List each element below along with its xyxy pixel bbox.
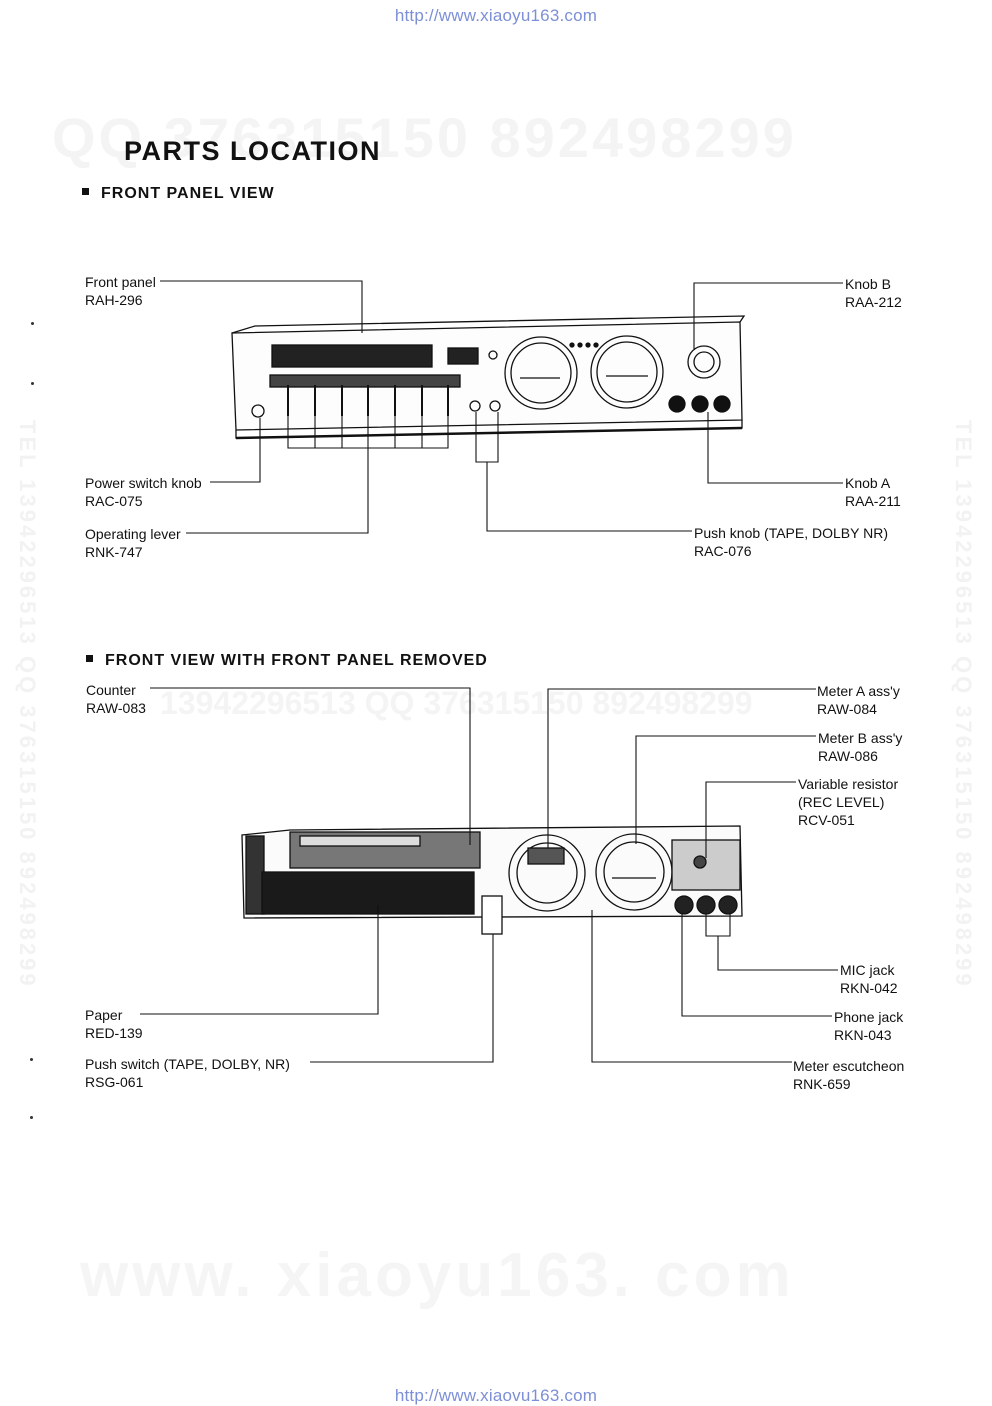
part-name: Meter B ass'y [818, 730, 903, 746]
scan-speck [31, 382, 34, 385]
part-code: RNK-747 [85, 544, 143, 560]
section-heading-panel-removed: FRONT VIEW WITH FRONT PANEL REMOVED [86, 652, 488, 670]
part-code: RAW-083 [86, 700, 146, 716]
part-code: RED-139 [85, 1025, 143, 1041]
section-heading-text: FRONT PANEL VIEW [101, 185, 275, 202]
label-counter: Counter RAW-083 [86, 681, 146, 717]
label-power-switch-knob: Power switch knob RAC-075 [85, 474, 202, 510]
label-meter-a: Meter A ass'y RAW-084 [817, 682, 900, 718]
watermark-big-url: www. xiaoyu163. com [80, 1241, 795, 1310]
label-front-panel: Front panel RAH-296 [85, 273, 156, 309]
part-code: RSG-061 [85, 1074, 144, 1090]
part-code: RKN-042 [840, 980, 898, 996]
part-name: Knob B [845, 276, 891, 292]
part-name: Knob A [845, 475, 891, 491]
part-name: Counter [86, 682, 136, 698]
section-heading-front-panel: FRONT PANEL VIEW [82, 185, 275, 203]
label-push-knob: Push knob (TAPE, DOLBY NR) RAC-076 [694, 524, 888, 560]
part-code: RAC-075 [85, 493, 143, 509]
section-heading-text: FRONT VIEW WITH FRONT PANEL REMOVED [105, 652, 488, 669]
part-code: RAA-212 [845, 294, 902, 310]
watermark-bottom-url[interactable]: http://www.xiaovu163.com [394, 1386, 598, 1405]
part-name: Phone jack [834, 1009, 904, 1025]
part-name: Meter A ass'y [817, 683, 900, 699]
part-code: RAH-296 [85, 292, 143, 308]
part-code: RNK-659 [793, 1076, 851, 1092]
part-name: Push switch (TAPE, DOLBY, NR) [85, 1056, 290, 1072]
label-phone-jack: Phone jack RKN-043 [834, 1008, 903, 1044]
part-name: Operating lever [85, 526, 181, 542]
part-name: MIC jack [840, 962, 895, 978]
bullet-icon [82, 188, 89, 196]
watermark-side-right: TEL 13942296513 QQ 376315150 892498299 [951, 420, 976, 989]
label-operating-lever: Operating lever RNK-747 [85, 525, 181, 561]
part-name: Front panel [85, 274, 156, 290]
part-code: RAA-211 [845, 493, 901, 509]
label-variable-resistor: Variable resistor (REC LEVEL) RCV-051 [798, 775, 898, 829]
scan-speck [31, 322, 34, 325]
label-meter-escutcheon: Meter escutcheon RNK-659 [793, 1057, 904, 1093]
part-name: Push knob (TAPE, DOLBY NR) [694, 525, 888, 541]
part-subtitle: (REC LEVEL) [798, 794, 885, 810]
scan-speck [30, 1058, 33, 1061]
part-name: Variable resistor [798, 776, 899, 792]
label-mic-jack: MIC jack RKN-042 [840, 961, 898, 997]
label-push-switch: Push switch (TAPE, DOLBY, NR) RSG-061 [85, 1055, 290, 1091]
label-knob-b: Knob B RAA-212 [845, 275, 902, 311]
page-title: PARTS LOCATION [124, 136, 381, 166]
part-code: RKN-043 [834, 1027, 892, 1043]
part-name: Paper [85, 1007, 123, 1023]
watermark-qq-header: QQ 376315150 892498299 [52, 106, 797, 169]
watermark-top-url[interactable]: http://www.xiaoyu163.com [394, 6, 598, 25]
watermark-mid-row: 13942296513 QQ 376315150 892498299 [160, 685, 753, 721]
part-code: RAW-084 [817, 701, 877, 717]
part-code: RAC-076 [694, 543, 752, 559]
label-meter-b: Meter B ass'y RAW-086 [818, 729, 902, 765]
scan-speck [30, 1116, 33, 1119]
part-name: Power switch knob [85, 475, 202, 491]
part-name: Meter escutcheon [793, 1058, 905, 1074]
label-paper: Paper RED-139 [85, 1006, 143, 1042]
watermark-side-left: TEL 13942296513 QQ 376315150 892498299 [15, 420, 40, 989]
part-code: RCV-051 [798, 812, 855, 828]
bullet-icon [86, 655, 93, 663]
part-code: RAW-086 [818, 748, 878, 764]
label-knob-a: Knob A RAA-211 [845, 474, 901, 510]
